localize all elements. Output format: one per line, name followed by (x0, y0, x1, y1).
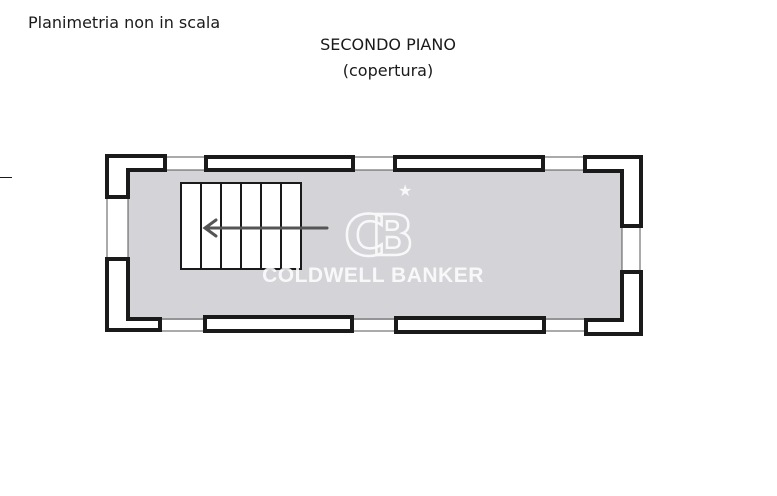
floor-title: SECONDO PIANO (320, 35, 456, 54)
wall-top-2 (393, 155, 545, 172)
scale-note: Planimetria non in scala (28, 13, 221, 32)
edge-tick-mark (0, 177, 12, 178)
wall-corner-bottom-right (584, 270, 643, 336)
wall-corner-top-left (105, 154, 167, 199)
walls (105, 154, 643, 336)
stair-direction-arrow-icon (202, 218, 329, 238)
window-openings (106, 156, 641, 332)
wall-corner-top-right (583, 155, 643, 228)
wall-bottom-1 (203, 315, 354, 333)
wall-bottom-2 (394, 316, 546, 334)
staircase (180, 182, 302, 270)
floor-title-block: SECONDO PIANO (copertura) (288, 32, 488, 84)
watermark-text: COLDWELL BANKER (262, 264, 484, 287)
watermark-star-icon: ★ (398, 181, 412, 200)
wall-corner-bottom-left (105, 257, 162, 332)
floor-subtitle: (copertura) (342, 61, 434, 80)
wall-top-1 (204, 155, 355, 172)
